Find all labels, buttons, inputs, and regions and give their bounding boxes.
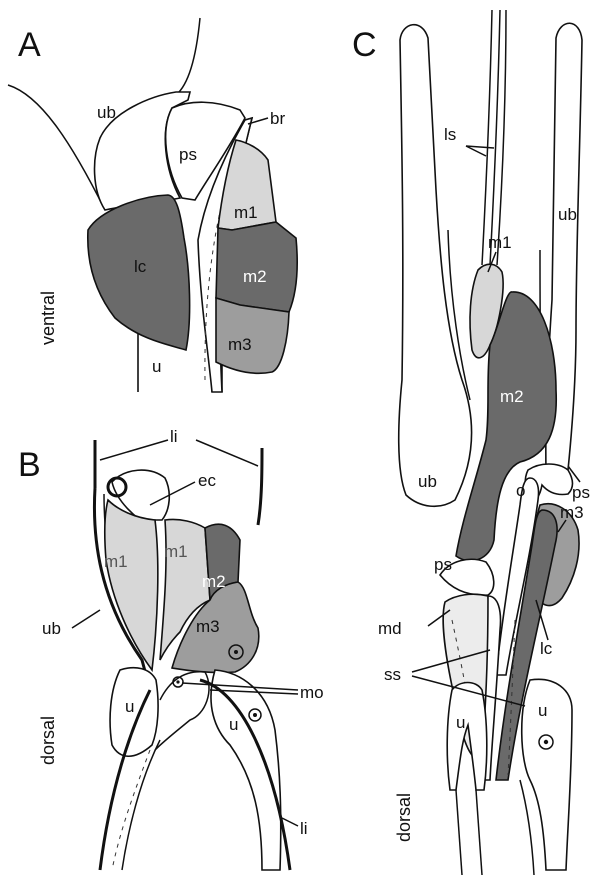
panel-c-m3-label: m3 (560, 503, 584, 522)
panel-c-ub-top-label: ub (558, 205, 577, 224)
panel-b-li-rod-right (258, 448, 262, 525)
panel-c-orientation: dorsal (394, 793, 414, 842)
panel-c-u-left-label: u (456, 713, 465, 732)
panel-b-li-leader-1 (100, 440, 168, 460)
panel-c-o-label: o (516, 481, 525, 500)
panel-c-u-right-label: u (538, 701, 547, 720)
panel-b-stalk-mid (122, 740, 160, 870)
panel-b-li-top-label: li (170, 427, 178, 446)
panel-c-ub-mid-label: ub (418, 472, 437, 491)
panel-b-ub-leader (72, 610, 100, 628)
panel-a-ub-label: ub (97, 103, 116, 122)
panel-b-m3-label: m3 (196, 617, 220, 636)
panel-c-stalk-1 (456, 790, 462, 875)
panel-b-m1-right-label: m1 (164, 542, 188, 561)
panel-b-m1-left-label: m1 (104, 552, 128, 571)
panel-b: B (18, 427, 324, 870)
panel-c: C (352, 10, 590, 875)
panel-a-lc-label: lc (134, 257, 147, 276)
panel-a-label: A (18, 26, 41, 64)
panel-b-mo-label: mo (300, 683, 324, 702)
panel-c-m1-label: m1 (488, 233, 512, 252)
panel-a-u-label: u (152, 357, 161, 376)
panel-c-lc-label: lc (540, 639, 553, 658)
panel-a-ps-label: ps (179, 145, 197, 164)
panel-c-ps-right-label: ps (572, 483, 590, 502)
panel-b-m3-dot-center (234, 650, 238, 654)
panel-a-m2-label: m2 (243, 267, 267, 286)
panel-b-u-left-label: u (125, 697, 134, 716)
panel-b-ec-label: ec (198, 471, 216, 490)
panel-b-u-right (211, 670, 281, 870)
panel-c-ss-label: ss (384, 665, 401, 684)
panel-a-m3-label: m3 (228, 335, 252, 354)
panel-c-m2-label: m2 (500, 387, 524, 406)
panel-c-ub-left-lobe (399, 25, 472, 507)
panel-b-mo-dot-center (176, 680, 179, 683)
panel-a: A ub ps br m1 lc m2 m3 u ventral (8, 18, 297, 392)
panel-b-u-dot-center (253, 713, 257, 717)
panel-b-u-right-label: u (229, 715, 238, 734)
panel-a-m1-label: m1 (234, 203, 258, 222)
panel-c-ls-label: ls (444, 125, 456, 144)
panel-b-dash (112, 750, 150, 870)
panel-a-br-label: br (270, 109, 285, 128)
panel-a-outline-top (176, 18, 200, 95)
panel-b-m2-label: m2 (202, 572, 226, 591)
panel-c-ps-left-label: ps (434, 555, 452, 574)
panel-c-stalk-3 (520, 780, 534, 875)
panel-c-u-dot-center (544, 740, 548, 744)
panel-a-outline-left (8, 85, 105, 210)
panel-c-label: C (352, 26, 377, 64)
panel-b-li-bottom-label: li (300, 819, 308, 838)
panel-c-stalk-2 (476, 790, 482, 875)
panel-c-ls-1 (482, 10, 492, 265)
panel-b-ub-label: ub (42, 619, 61, 638)
panel-b-li-bottom-leader (282, 818, 298, 826)
panel-b-label: B (18, 446, 41, 484)
panel-b-li-leader-2 (196, 440, 258, 466)
panel-b-orientation: dorsal (38, 716, 58, 765)
panel-c-md-label: md (378, 619, 402, 638)
panel-a-orientation: ventral (38, 291, 58, 345)
